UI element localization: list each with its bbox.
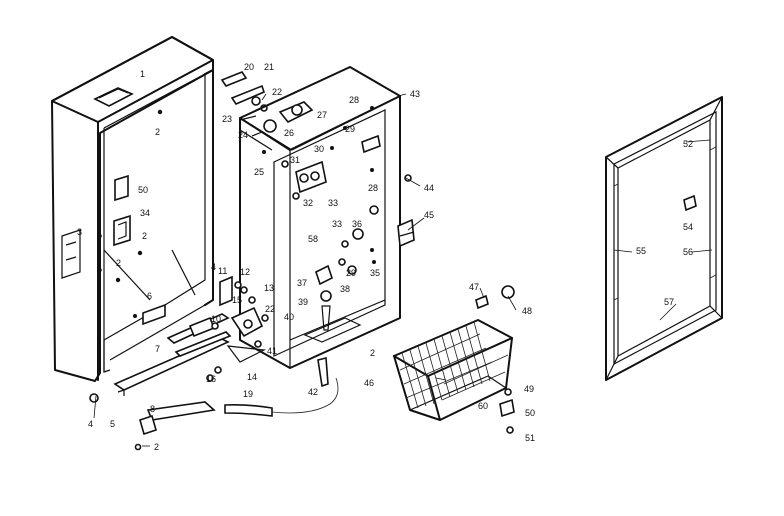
part-number-label: 10 (211, 314, 221, 324)
part-number-label: 31 (290, 155, 300, 165)
part-number-label: 50 (138, 185, 148, 195)
part-number-label: 8 (150, 404, 155, 414)
hinge-assembly (220, 71, 277, 137)
part-number-label: 60 (478, 401, 488, 411)
part-number-label: 2 (154, 442, 159, 452)
outer-cabinet (51, 36, 232, 396)
part-number-label: 20 (244, 62, 254, 72)
part-number-label: 6 (147, 291, 152, 301)
part-number-label: 23 (222, 114, 232, 124)
part-number-label: 51 (525, 433, 535, 443)
part-number-label: 36 (352, 219, 362, 229)
part-number-label: 13 (264, 283, 274, 293)
part-number-label: 34 (140, 208, 150, 218)
part-number-label: 50 (525, 408, 535, 418)
part-number-label: 44 (424, 183, 434, 193)
part-number-label: 28 (368, 183, 378, 193)
part-number-label: 21 (264, 62, 274, 72)
part-number-label: 22 (272, 87, 282, 97)
part-number-label: 48 (522, 306, 532, 316)
part-number-label: 49 (524, 384, 534, 394)
part-number-label: 37 (297, 278, 307, 288)
part-number-label: 43 (410, 89, 420, 99)
door-gasket-frame (605, 96, 723, 381)
part-number-label: 2 (142, 231, 147, 241)
part-number-label: 33 (328, 198, 338, 208)
part-number-label: 30 (314, 144, 324, 154)
part-number-label: 33 (332, 219, 342, 229)
part-number-label: 24 (238, 130, 248, 140)
part-number-label: 47 (469, 282, 479, 292)
part-number-label: 56 (683, 247, 693, 257)
part-number-label: 28 (349, 95, 359, 105)
part-number-label: 12 (240, 267, 250, 277)
part-number-label: 46 (364, 378, 374, 388)
part-number-label: 29 (346, 268, 356, 278)
part-number-label: 14 (247, 372, 257, 382)
wire-basket (393, 285, 515, 434)
part-number-label: 39 (298, 297, 308, 307)
part-number-label: 19 (243, 389, 253, 399)
control-assembly (188, 275, 269, 374)
part-number-label: 4 (211, 262, 216, 272)
part-number-label: 55 (636, 246, 646, 256)
part-number-label: 40 (284, 312, 294, 322)
part-number-label: 42 (308, 387, 318, 397)
part-number-label: 15 (232, 295, 242, 305)
part-number-label: 22 (265, 304, 275, 314)
part-number-label: 29 (345, 124, 355, 134)
part-number-label: 38 (340, 284, 350, 294)
leader-lines (93, 93, 713, 447)
part-number-label: 11 (218, 266, 227, 276)
part-number-label: 27 (317, 110, 327, 120)
drain-tubing (89, 356, 339, 451)
part-number-label: 16 (206, 374, 216, 384)
part-number-label: 35 (370, 268, 380, 278)
part-number-label: 2 (116, 258, 121, 268)
inner-liner (239, 66, 415, 369)
part-number-label: 3 (77, 227, 82, 237)
part-number-label: 5 (110, 419, 115, 429)
part-number-label: 32 (303, 198, 313, 208)
part-number-label: 7 (155, 344, 160, 354)
part-number-label: 54 (683, 222, 693, 232)
part-number-label: 25 (254, 167, 264, 177)
part-number-label: 4 (88, 419, 93, 429)
part-number-label: 2 (155, 127, 160, 137)
part-number-label: 57 (664, 297, 674, 307)
part-number-label: 45 (424, 210, 434, 220)
part-number-label: 52 (683, 139, 693, 149)
part-number-label: 26 (284, 128, 294, 138)
part-number-label: 1 (140, 69, 145, 79)
part-number-label: 41 (267, 346, 277, 356)
part-number-label: 58 (308, 234, 318, 244)
part-number-label: 2 (370, 348, 375, 358)
